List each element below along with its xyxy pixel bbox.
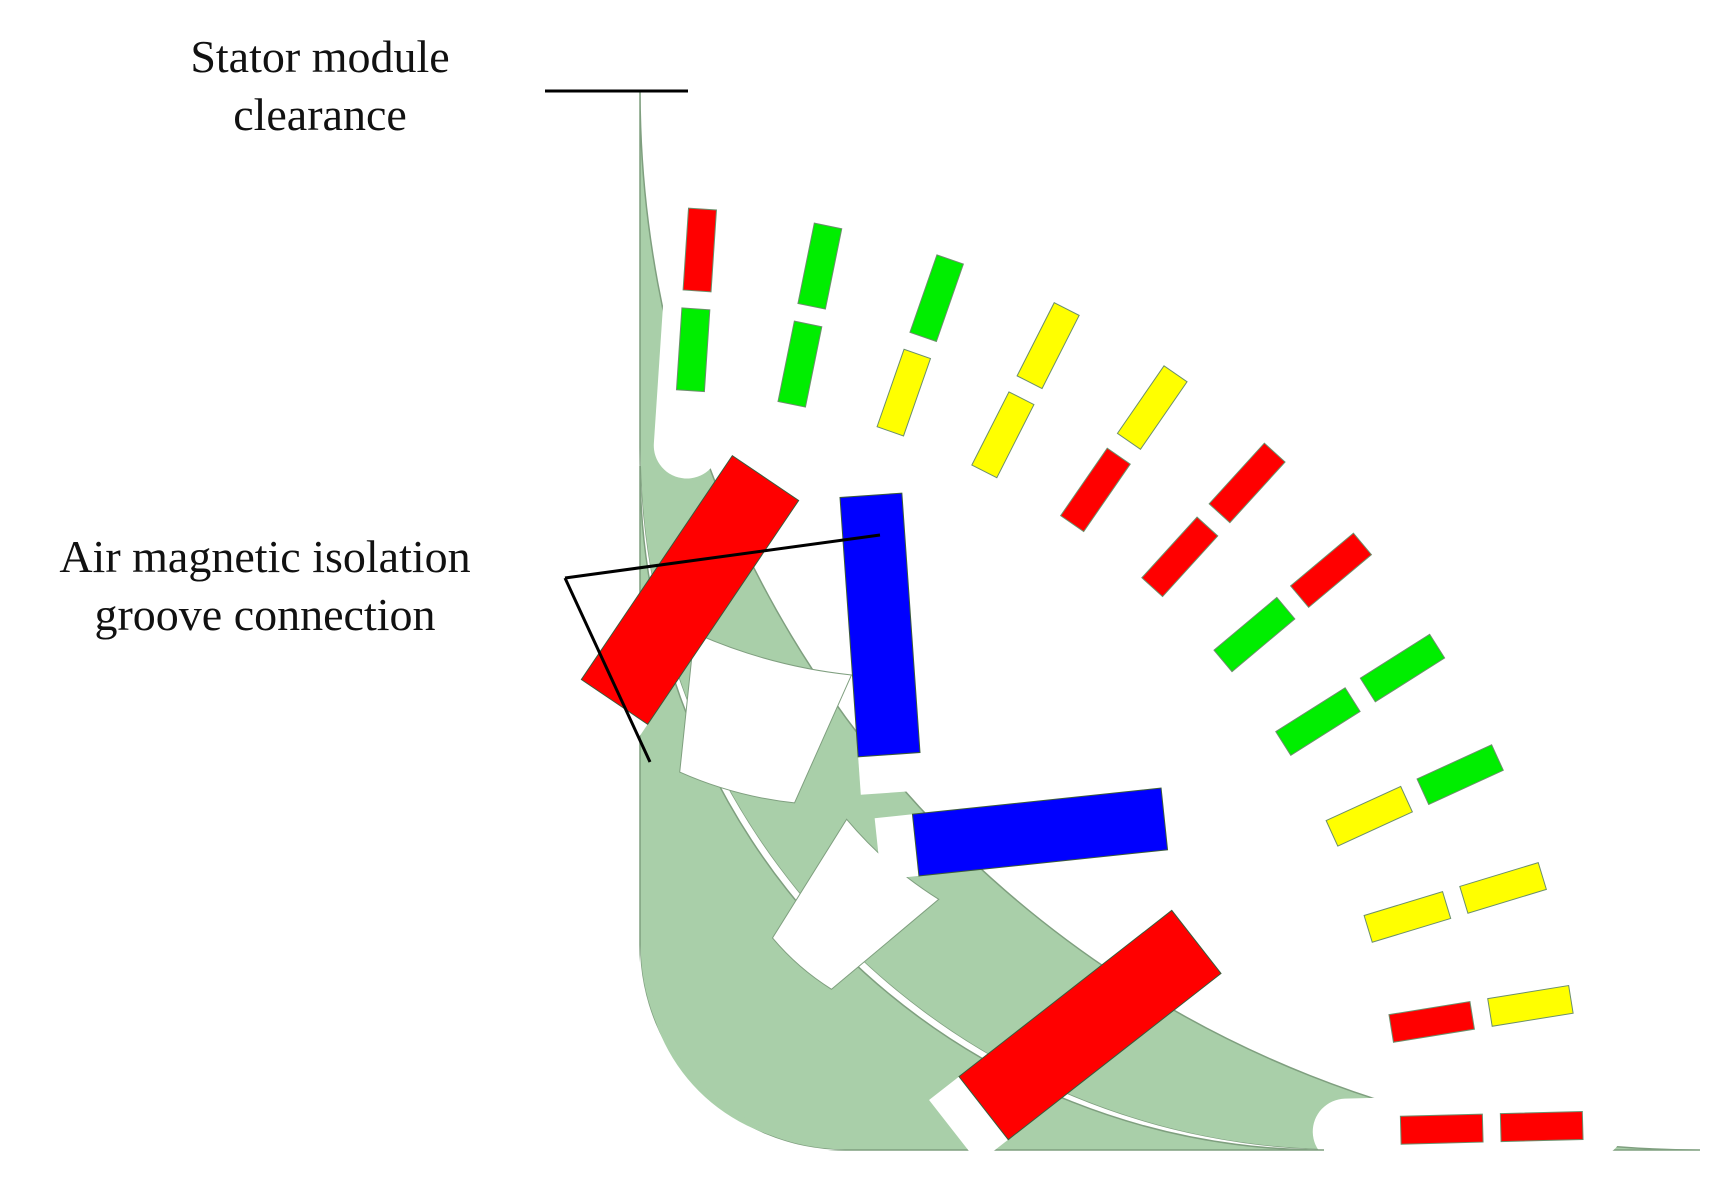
slot-neck (1311, 920, 1355, 960)
stator-module-clearance (1415, 550, 1523, 628)
coil-green (797, 222, 843, 310)
coil-green (1275, 687, 1361, 756)
coil-yellow (1325, 785, 1414, 847)
air-groove-leader-lower (563, 577, 652, 763)
slot-neck (766, 419, 803, 462)
coil-yellow (1459, 861, 1548, 914)
air-magnetic-isolation-label: Air magnetic isolation groove connection (10, 528, 520, 644)
magnet-end-pocket (929, 1076, 1009, 1164)
coil-green (1213, 596, 1296, 673)
magnet-end-pocket (874, 814, 919, 880)
coil-green (1359, 633, 1446, 703)
coil-yellow (1363, 891, 1452, 943)
slot-neck (1171, 661, 1219, 708)
coil-red (1208, 442, 1286, 524)
coil-yellow (876, 348, 932, 437)
rotor-magnet-blue (874, 787, 1169, 880)
stator-slot (1282, 840, 1584, 978)
stator-slot (839, 217, 987, 517)
stator-slot (1147, 505, 1403, 730)
stator-slot (653, 167, 737, 479)
stator-slot (747, 184, 863, 492)
stator-label-line-1: Stator module (190, 31, 450, 82)
magnet-body (958, 909, 1222, 1141)
slot-neck (1228, 740, 1276, 786)
magnet-end-pocket (858, 752, 923, 795)
stator-label-line-2: clearance (233, 89, 407, 140)
coil-red (682, 207, 717, 293)
coil-green (1416, 744, 1504, 806)
coil-yellow (1116, 365, 1188, 450)
shaft-bore (640, 945, 845, 1150)
slot-neck (1028, 530, 1074, 578)
leader-lines (545, 89, 881, 763)
coil-red (1059, 447, 1131, 533)
magnet-body (839, 492, 921, 758)
coil-red (1289, 532, 1373, 609)
magnet-end-pocket (560, 679, 648, 756)
magnet-body (580, 455, 800, 725)
rotor (560, 448, 1342, 1164)
rotor-pocket (679, 632, 853, 804)
coil-yellow (971, 391, 1035, 479)
coil-yellow (1016, 302, 1080, 390)
stator-slot (1203, 608, 1478, 806)
coil-green (777, 320, 823, 408)
stator-module-clearance-label: Stator module clearance (160, 28, 480, 144)
coil-red (1499, 1110, 1584, 1143)
stator-slot (1082, 412, 1314, 661)
coil-green (909, 254, 965, 343)
rotor-magnet-blue (839, 492, 923, 795)
rotor-pocket (771, 818, 940, 990)
slot-neck (1345, 1115, 1383, 1147)
slot-neck (1104, 591, 1151, 638)
air-label-line-2: groove connection (94, 589, 436, 640)
coil-yellow (1487, 984, 1574, 1027)
slot-neck (671, 408, 705, 447)
stator-slot (1007, 333, 1214, 602)
rotor-magnet-red (560, 455, 800, 756)
rotor-magnet-red (929, 909, 1222, 1164)
stator-module-clearance (1213, 308, 1297, 412)
slot-neck (1334, 1016, 1375, 1053)
stator-slot (1303, 964, 1613, 1071)
coil-red (1141, 516, 1219, 598)
air-groove-leader-upper (564, 533, 881, 580)
slot-neck (946, 481, 990, 528)
coil-red (1399, 1113, 1484, 1145)
coil-green (675, 307, 711, 393)
magnet-body (911, 787, 1169, 877)
slot-neck (858, 444, 899, 489)
air-label-line-1: Air magnetic isolation (59, 531, 471, 582)
coil-red (1388, 1000, 1475, 1043)
stator-slot (1312, 1092, 1625, 1165)
stator-slot (1248, 720, 1539, 890)
stator-slot (926, 268, 1104, 554)
slot-neck (1275, 827, 1321, 870)
